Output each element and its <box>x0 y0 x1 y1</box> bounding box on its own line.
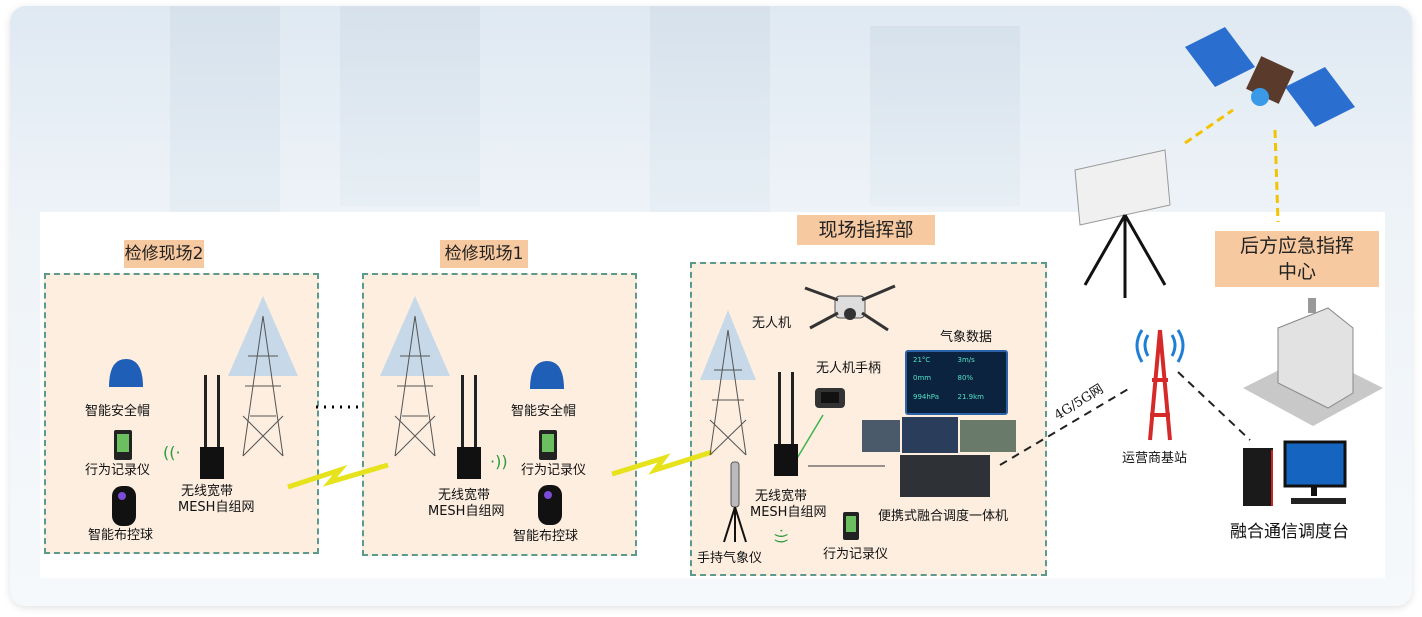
zone-site1-title: 检修现场1 <box>440 240 528 268</box>
dispatch-console-icon <box>1243 440 1347 506</box>
site2-recorder-label: 行为记录仪 <box>85 463 151 478</box>
background-building <box>870 26 1020 206</box>
zone-site1 <box>362 273 637 556</box>
rear-title-line2: 中心 <box>1277 261 1316 283</box>
transmission-tower-icon <box>380 296 450 457</box>
weather-value: 994hPa <box>913 392 939 401</box>
dispatch-label: 便携式融合调度一体机 <box>878 509 1009 524</box>
satellite-link-arrow-icon <box>1184 108 1234 145</box>
command-building-icon <box>1243 298 1383 426</box>
handheld-weather-icon <box>723 461 747 543</box>
command-mesh-line1: 无线宽带 <box>755 489 808 504</box>
background-building <box>170 6 280 236</box>
background-building <box>340 6 480 206</box>
wireless-link-icon <box>611 449 713 477</box>
site1-recorder-label: 行为记录仪 <box>521 463 587 478</box>
satellite-antenna-icon <box>1074 149 1171 298</box>
base-station-icon <box>1135 329 1185 441</box>
site2-mesh-line1: 无线宽带 <box>181 484 234 499</box>
site1-mesh-line2: MESH自组网 <box>428 504 505 519</box>
weather-value: 21.9km <box>957 392 984 401</box>
site2-helmet-label: 智能安全帽 <box>85 404 151 419</box>
control-ball-icon <box>112 486 136 526</box>
site1-helmet-label: 智能安全帽 <box>511 404 577 419</box>
satellite-link-arrow-icon <box>1273 129 1280 223</box>
zone-command <box>690 262 1047 576</box>
background-building <box>650 6 770 216</box>
wifi-signal-icon: ((· <box>163 443 181 462</box>
weather-value: 80% <box>957 374 974 383</box>
mesh-radio-icon <box>774 372 798 476</box>
wireless-link-icon <box>287 462 389 490</box>
base-station-label: 运营商基站 <box>1122 451 1188 466</box>
command-mesh-line2: MESH自组网 <box>750 505 827 520</box>
wifi-signal-icon: ·)) <box>490 452 508 471</box>
drone-icon <box>804 284 896 332</box>
zone-command-title: 现场指挥部 <box>797 215 935 245</box>
rear-center-title: 后方应急指挥 中心 <box>1215 231 1379 287</box>
dashed-link <box>1177 371 1251 441</box>
handheld-weather-label: 手持气象仪 <box>697 551 763 566</box>
mesh-radio-icon <box>200 375 224 479</box>
helmet-icon <box>530 361 564 389</box>
drone-controller-icon <box>815 388 845 408</box>
dispatch-terminal-icon <box>862 417 1016 497</box>
site2-mesh-line2: MESH自组网 <box>178 500 255 515</box>
control-ball-icon <box>538 485 562 525</box>
transmission-tower-icon <box>228 296 298 457</box>
mesh-radio-icon <box>457 375 481 479</box>
site1-ball-label: 智能布控球 <box>513 529 579 544</box>
command-recorder-label: 行为记录仪 <box>823 547 889 562</box>
weather-data-label: 气象数据 <box>940 330 993 345</box>
wifi-signal-icon: ·)) <box>772 528 789 544</box>
rear-title-line1: 后方应急指挥 <box>1239 235 1354 257</box>
weather-data-panel: 21°C 3m/s 0mm 80% 994hPa 21.9km <box>905 350 1008 415</box>
drone-label: 无人机 <box>752 316 792 331</box>
weather-value: 21°C <box>913 356 931 364</box>
helmet-icon <box>109 359 143 387</box>
controller-label: 无人机手柄 <box>816 361 882 376</box>
site1-mesh-line1: 无线宽带 <box>438 488 491 503</box>
satellite-icon <box>1185 27 1355 127</box>
recorder-icon <box>539 430 557 460</box>
recorder-icon <box>843 512 859 540</box>
dashed-link <box>999 387 1131 466</box>
site2-ball-label: 智能布控球 <box>88 528 154 543</box>
transmission-tower-icon <box>700 310 756 456</box>
recorder-icon <box>114 430 132 460</box>
console-label: 融合通信调度台 <box>1230 522 1349 542</box>
zone-site2-title: 检修现场2 <box>124 240 204 268</box>
weather-value: 3m/s <box>957 356 975 364</box>
weather-value: 0mm <box>913 374 932 383</box>
